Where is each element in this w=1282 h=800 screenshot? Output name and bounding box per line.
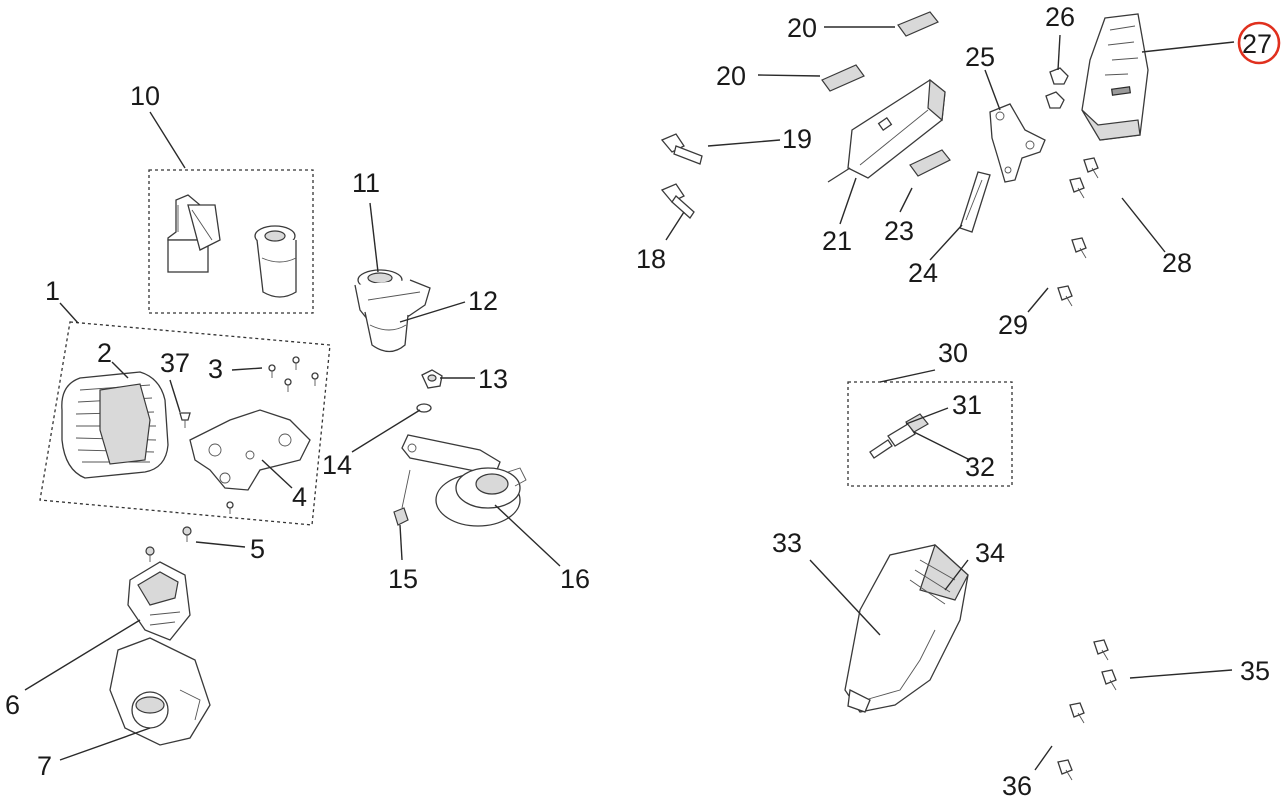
callout-18: 18 bbox=[636, 244, 666, 274]
part-25-bracket bbox=[989, 103, 1046, 183]
callout-26: 26 bbox=[1045, 2, 1075, 32]
part-14-washer bbox=[416, 403, 432, 413]
part-5-screw bbox=[145, 526, 192, 562]
callout-1: 1 bbox=[45, 276, 60, 306]
callout-4: 4 bbox=[292, 482, 307, 512]
callout-28: 28 bbox=[1162, 248, 1192, 278]
callout-16: 16 bbox=[560, 564, 590, 594]
callout-20-upper: 20 bbox=[787, 13, 817, 43]
callout-12: 12 bbox=[468, 286, 498, 316]
callout-15: 15 bbox=[388, 564, 418, 594]
part-23-pad bbox=[909, 149, 951, 177]
callout-24: 24 bbox=[908, 258, 938, 288]
part-36-screws bbox=[1057, 702, 1085, 781]
part-10-ignition-set bbox=[148, 169, 314, 314]
callout-27: 27 bbox=[1242, 29, 1272, 59]
callout-20-lower: 20 bbox=[716, 61, 746, 91]
part-21-control-unit bbox=[827, 78, 946, 183]
part-26-nuts bbox=[1045, 67, 1069, 109]
callout-19: 19 bbox=[782, 124, 812, 154]
callout-31: 31 bbox=[952, 390, 982, 420]
part-30-connector-set bbox=[847, 381, 1013, 487]
part-18-bolt bbox=[660, 183, 695, 219]
part-33-34-bracket-housing bbox=[844, 543, 969, 713]
highlight-ring-27 bbox=[1237, 21, 1281, 65]
part-24-strap bbox=[959, 171, 991, 233]
callout-2: 2 bbox=[97, 338, 112, 368]
part-28-screws bbox=[1069, 157, 1099, 199]
callout-10: 10 bbox=[130, 81, 160, 111]
callout-35: 35 bbox=[1240, 656, 1270, 686]
callout-30: 30 bbox=[938, 338, 968, 368]
callout-37: 37 bbox=[160, 348, 190, 378]
callout-labels: 10 1 2 37 3 4 5 6 7 11 12 13 14 15 16 20… bbox=[5, 2, 1272, 800]
part-13-nut bbox=[421, 369, 443, 389]
part-20-pad-upper bbox=[897, 11, 939, 37]
callout-25: 25 bbox=[965, 42, 995, 72]
callout-6: 6 bbox=[5, 690, 20, 720]
callout-29: 29 bbox=[998, 310, 1028, 340]
part-29-screws bbox=[1057, 237, 1087, 307]
leader-lines bbox=[24, 26, 1235, 771]
callout-33: 33 bbox=[772, 528, 802, 558]
callout-34: 34 bbox=[975, 538, 1005, 568]
part-15-bolt bbox=[393, 469, 411, 526]
part-19-bolt bbox=[660, 133, 703, 165]
callout-3: 3 bbox=[208, 354, 223, 384]
callout-11: 11 bbox=[352, 168, 380, 198]
part-11-12-lock bbox=[354, 269, 431, 353]
callout-14: 14 bbox=[322, 450, 352, 480]
part-27-cover bbox=[1081, 13, 1149, 141]
callout-13: 13 bbox=[478, 364, 508, 394]
callout-21: 21 bbox=[822, 226, 852, 256]
part-35-screws bbox=[1093, 639, 1117, 691]
callout-7: 7 bbox=[37, 751, 52, 781]
callout-36: 36 bbox=[1002, 771, 1032, 800]
part-1-headlight-assembly bbox=[39, 321, 331, 526]
callout-32: 32 bbox=[965, 452, 995, 482]
part-7-switch-lower bbox=[109, 637, 211, 746]
part-6-switch-upper bbox=[127, 561, 191, 641]
part-16-horn bbox=[401, 434, 527, 527]
callout-5: 5 bbox=[250, 534, 265, 564]
callout-23: 23 bbox=[884, 216, 914, 246]
part-20-pad-lower bbox=[821, 64, 865, 92]
